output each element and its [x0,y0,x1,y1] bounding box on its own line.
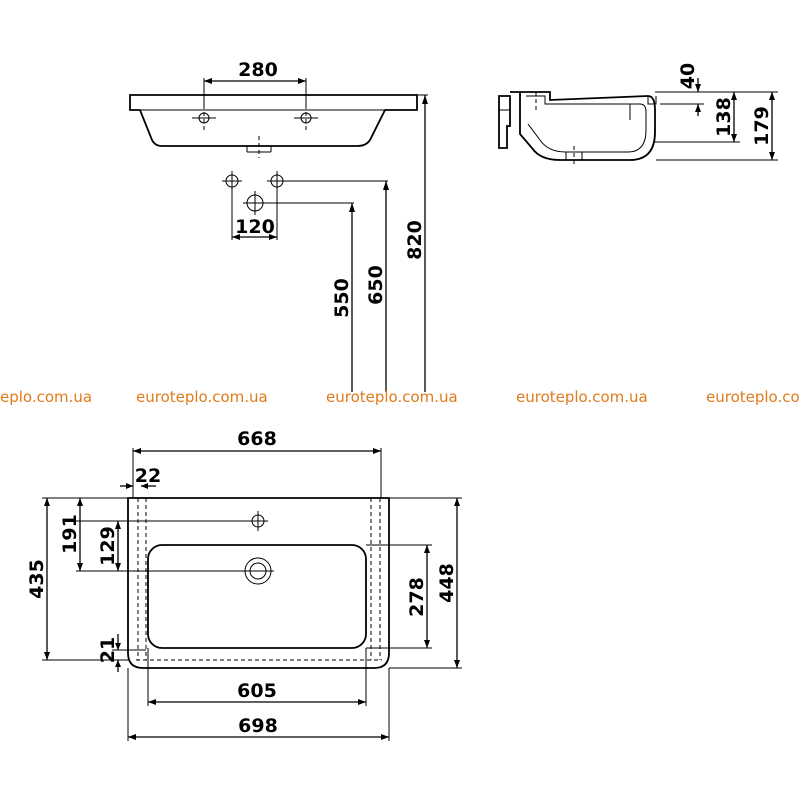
dim-650: 650 [365,265,387,305]
dim-22: 22 [135,465,161,487]
dim-120: 120 [235,216,275,238]
front-basin-outline [129,94,418,147]
watermark: eplo.com.ua euroteplo.com.ua euroteplo.c… [0,388,800,406]
dim-820: 820 [404,220,426,260]
plan-bowl [147,544,367,649]
side-basin-outline [510,91,656,161]
dim-278: 278 [406,577,428,617]
front-view: 280 120 550 650 820 [129,59,428,392]
dim-191: 191 [59,514,81,554]
dim-40: 40 [677,63,699,89]
watermark-text-5: euroteplo.com.u [706,388,800,406]
dim-280: 280 [238,59,278,81]
plan-basin-outline [127,497,390,669]
dim-435: 435 [26,559,48,599]
dim-21: 21 [97,637,119,663]
plan-view: 668 22 191 129 435 21 [26,428,462,741]
watermark-text-2: euroteplo.com.ua [136,388,268,406]
dim-129: 129 [97,526,119,566]
watermark-text-3: euroteplo.com.ua [326,388,458,406]
dim-138: 138 [713,97,735,137]
dim-668: 668 [237,428,277,450]
dim-179: 179 [751,106,773,146]
side-view: 40 138 179 [498,63,778,166]
watermark-text-1: eplo.com.ua [0,388,92,406]
dim-605: 605 [237,680,277,702]
dim-698: 698 [238,715,278,737]
watermark-text-4: euroteplo.com.ua [516,388,648,406]
dim-448: 448 [436,563,458,603]
dim-550: 550 [331,278,353,318]
